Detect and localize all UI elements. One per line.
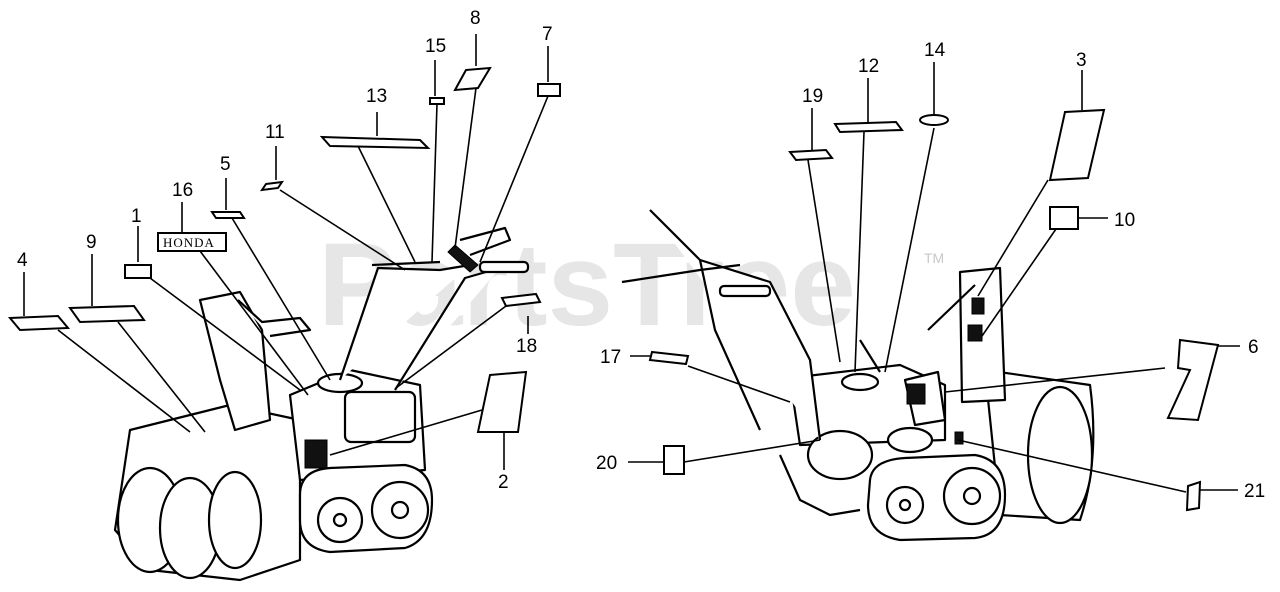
decal-2 [476, 370, 528, 433]
watermark-trademark: TM [924, 250, 944, 266]
callout-4: 4 [17, 250, 28, 271]
callout-8: 8 [470, 8, 481, 29]
callout-6: 6 [1248, 337, 1259, 358]
decal-4 [7, 314, 71, 332]
decal-17 [648, 350, 690, 366]
honda-label: HONDA [163, 235, 215, 250]
right-snowblower [621, 209, 1095, 542]
callout-19: 19 [802, 86, 823, 107]
callout-17: 17 [600, 347, 621, 368]
right-leader-lines [628, 62, 1240, 493]
decal-8 [453, 66, 492, 92]
decal-14 [919, 114, 949, 126]
decal-9 [68, 304, 146, 324]
decal-10 [1049, 206, 1079, 230]
callout-9: 9 [86, 232, 97, 253]
decal-3 [1048, 108, 1106, 182]
callout-numbers: 1 2 3 4 5 6 7 8 9 10 11 12 13 14 15 16 1… [17, 8, 1265, 502]
callout-1: 1 [131, 206, 142, 227]
decal-5 [210, 211, 246, 219]
callout-3: 3 [1076, 50, 1087, 71]
callout-7: 7 [542, 24, 553, 45]
decal-11 [259, 180, 285, 192]
decal-13 [319, 135, 431, 150]
decal-16 [157, 232, 227, 252]
decal-7 [537, 83, 561, 97]
callout-2: 2 [498, 472, 509, 493]
callout-12: 12 [858, 56, 879, 77]
left-leader-lines [23, 34, 549, 470]
callout-10: 10 [1114, 210, 1135, 231]
left-snowblower [113, 226, 530, 582]
callout-14: 14 [924, 40, 946, 61]
decal-18 [500, 292, 542, 308]
decal-15 [429, 97, 445, 105]
decal-21 [1185, 480, 1202, 512]
callout-13: 13 [366, 86, 387, 107]
callout-16: 16 [172, 180, 193, 201]
decal-12 [833, 120, 904, 134]
decal-6 [1166, 338, 1220, 422]
callout-5: 5 [220, 154, 231, 175]
callout-18: 18 [516, 336, 537, 357]
decal-1 [124, 264, 152, 279]
decal-20 [663, 445, 685, 475]
decal-19 [788, 148, 834, 162]
callout-11: 11 [265, 122, 285, 143]
callout-15: 15 [425, 36, 446, 57]
callout-20: 20 [596, 453, 617, 474]
callout-21: 21 [1244, 481, 1265, 502]
